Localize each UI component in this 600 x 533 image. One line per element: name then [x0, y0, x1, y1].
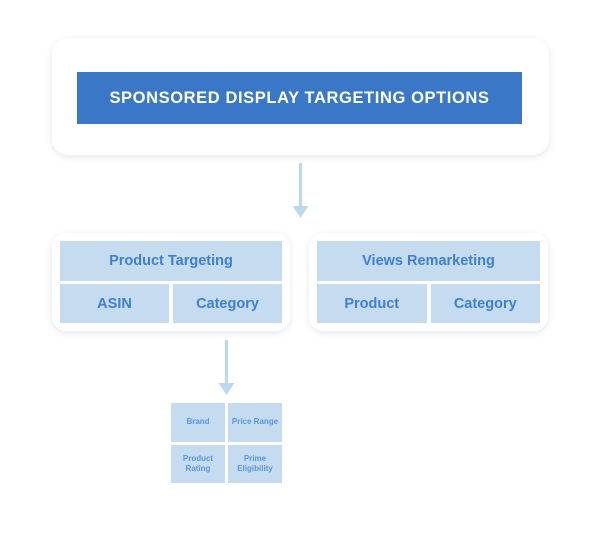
branch-header-views-remarketing: Views Remarketing	[317, 241, 540, 281]
branch-sub-box-category: Category	[430, 284, 540, 323]
branch-sub-label: Category	[453, 295, 517, 312]
branch-sub-label: ASIN	[97, 295, 132, 312]
connector-arrow-down-icon	[292, 163, 309, 218]
branch-header-label: Product Targeting	[109, 253, 233, 269]
leaf-box-brand: Brand	[171, 403, 225, 442]
root-node-card: SPONSORED DISPLAY TARGETING OPTIONS	[52, 38, 549, 155]
title-banner: SPONSORED DISPLAY TARGETING OPTIONS	[77, 72, 522, 124]
branch-sub-label: Category	[196, 295, 259, 312]
branch-sub-box-category: Category	[173, 284, 282, 323]
branch-header-label: Views Remarketing	[362, 253, 495, 269]
branch-card-views-remarketing: Views Remarketing Product Category	[309, 233, 548, 331]
branch-header-product-targeting: Product Targeting	[60, 241, 282, 281]
leaf-label: Prime Eligibility	[237, 453, 273, 473]
branch-sub-box-product: Product	[317, 284, 427, 323]
leaf-label: Brand	[186, 417, 210, 427]
leaf-box-product-rating: Product Rating	[171, 444, 225, 483]
leaf-box-prime-eligibility: Prime Eligibility	[228, 444, 282, 483]
leaf-attribute-grid: Brand Price Range Product Rating Prime E…	[171, 403, 282, 483]
branch-card-product-targeting: Product Targeting ASIN Category	[52, 233, 290, 331]
title-banner-label: SPONSORED DISPLAY TARGETING OPTIONS	[109, 88, 490, 107]
leaf-label: Price Range	[231, 417, 279, 427]
leaf-label: Product Rating	[182, 453, 214, 473]
branch-sub-label: Product	[344, 295, 400, 312]
leaf-box-price-range: Price Range	[228, 403, 282, 442]
branch-sub-row-views-remarketing: Product Category	[317, 284, 540, 323]
connector-arrow-down-icon	[218, 340, 235, 395]
branch-sub-box-asin: ASIN	[60, 284, 169, 323]
branch-sub-row-product-targeting: ASIN Category	[60, 284, 282, 323]
